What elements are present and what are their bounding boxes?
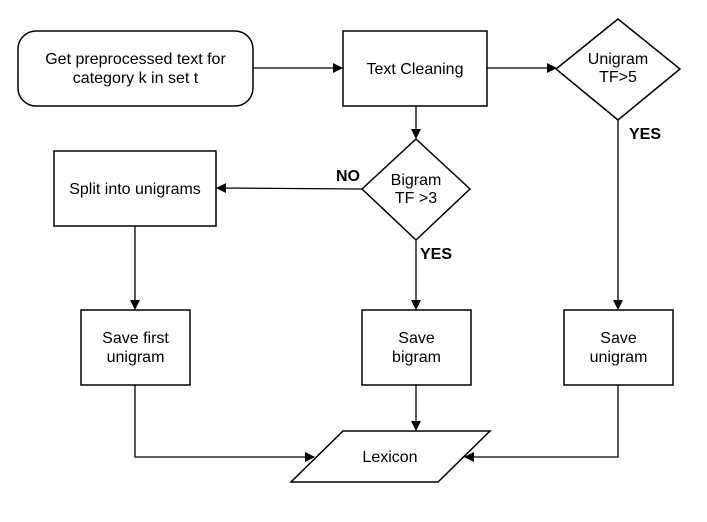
text-cleaning-node [342,30,488,107]
unigram-decision-label-line1: Unigram [588,51,648,68]
bigram-yes-label: YES [420,246,452,263]
lexicon-label: Lexicon [362,449,417,466]
bigram-decision-node [360,137,472,242]
split-unigrams-label: Split into unigrams [69,181,201,198]
save-bigram-node [361,309,472,386]
bigram-decision-label-line1: Bigram [391,172,442,189]
start-node [17,30,254,107]
save-first-unigram-node [80,309,191,386]
unigram-yes-label: YES [629,126,661,143]
save-unigram-label-line2: unigram [590,349,648,366]
save-unigram-label-line1: Save [600,330,637,347]
edge-save-first-to-lexicon [134,385,315,462]
text-cleaning-label: Text Cleaning [367,61,464,78]
split-unigrams-node [53,150,217,227]
start-node-label-line1: Get preprocessed text for [45,51,226,68]
edge-save-unigram-to-lexicon [464,385,619,462]
start-node-label-line2: category k in set t [73,70,199,87]
unigram-decision-label-line2: TF>5 [599,69,637,86]
lexicon-node [289,430,492,483]
save-first-unigram-label-line1: Save first [102,330,169,347]
unigram-decision-node [554,18,682,121]
save-first-unigram-label-line2: unigram [107,349,165,366]
save-bigram-label-line1: Save [398,330,435,347]
bigram-decision-label-line2: TF >3 [395,190,437,207]
save-bigram-label-line2: bigram [392,349,441,366]
save-unigram-node [563,309,674,386]
edge-bigram-no-to-split [216,183,363,194]
bigram-no-label: NO [336,168,360,185]
